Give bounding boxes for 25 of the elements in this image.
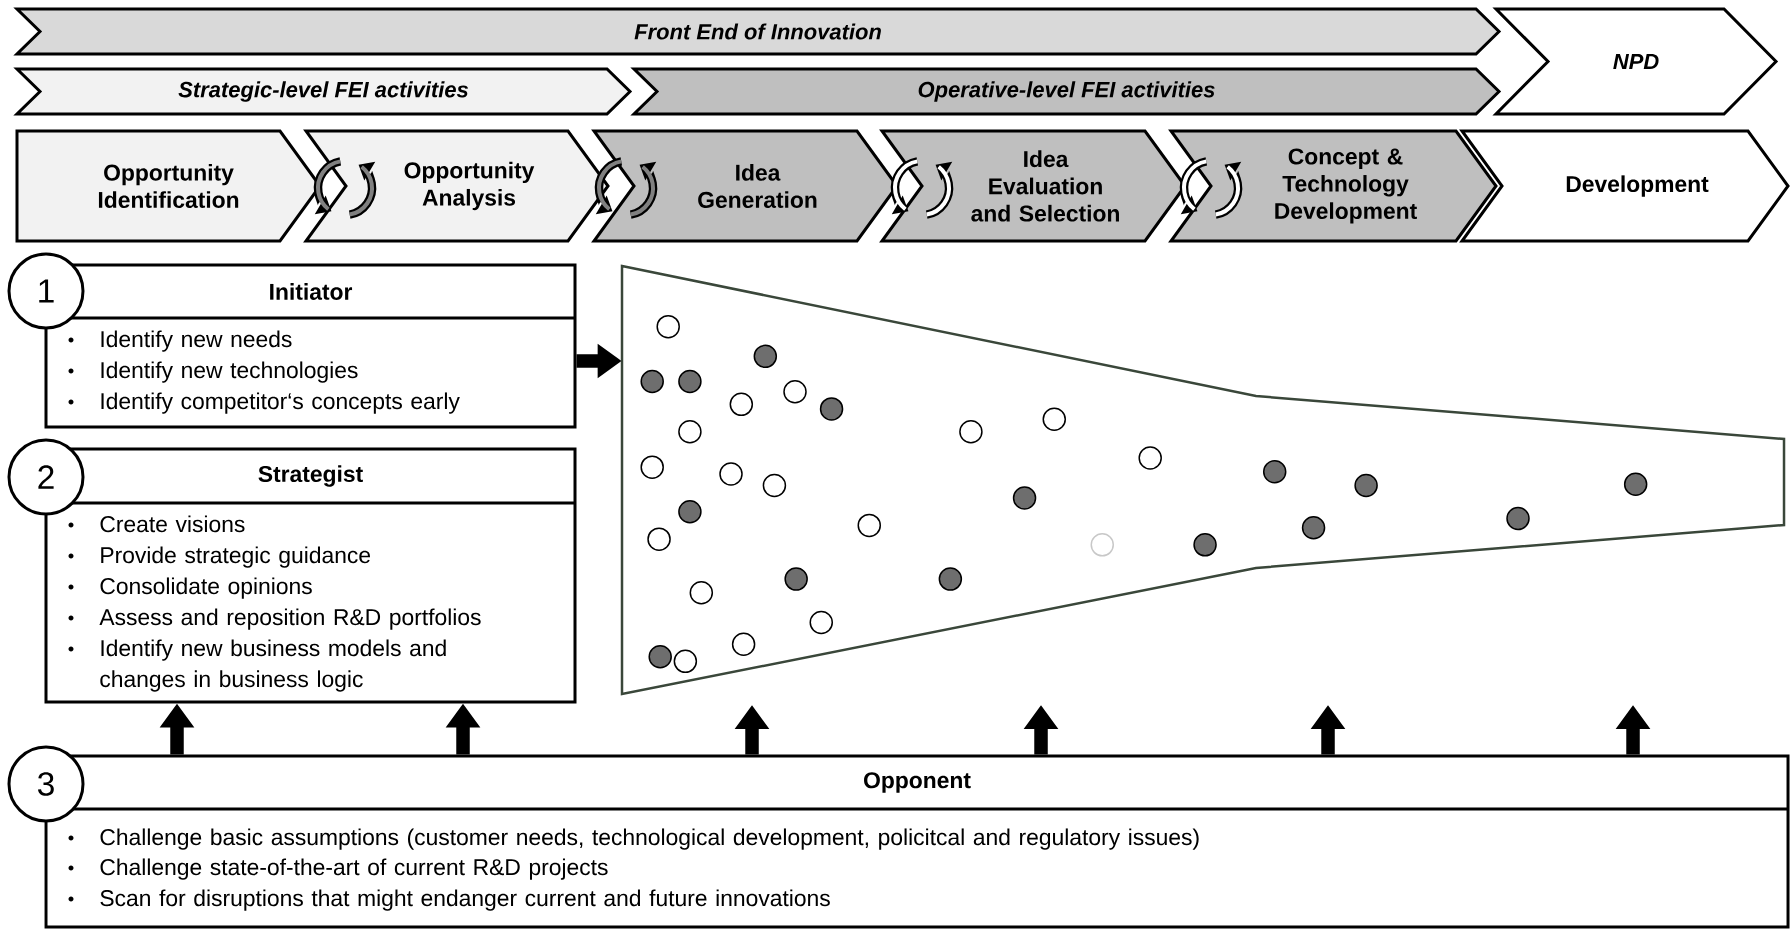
phase-banner: Concept & Technology Development	[1168, 129, 1498, 243]
bullet-item: Provide strategic guidance	[68, 546, 371, 568]
bullet-item: Identify new business models and changes in business logic	[68, 639, 446, 692]
phase-banner: Development	[1459, 129, 1790, 243]
bullet-item: Identify new technologies	[68, 361, 358, 383]
box-heading: Strategist	[258, 465, 363, 487]
bullet-item: Scan for disruptions that might endanger current and future innovations	[68, 889, 830, 911]
stage-banner: Operative-level FEI activities	[630, 67, 1502, 116]
bullet-item: Consolidate opinions	[68, 577, 312, 599]
box-heading: Opponent	[864, 772, 971, 793]
phase-banner: Idea Evaluation and Selection	[879, 129, 1187, 243]
bullet-item: Identify new needs	[68, 330, 292, 352]
funnel-shape	[620, 264, 1786, 696]
stage-banner: Strategic-level FEI activities	[13, 67, 633, 116]
bullet-item: Assess and reposition R&D portfolios	[68, 608, 481, 630]
bullet-item: Challenge basic assumptions (customer needs, technological development, policitcal and regulatory issues)	[68, 828, 1199, 850]
bullet-item: Identify competitor‘s concepts early	[68, 392, 460, 414]
phase-banner: Opportunity Identification	[15, 129, 322, 243]
box-heading: Initiator	[270, 283, 353, 300]
bullet-item: Create visions	[68, 515, 245, 533]
bullet-item: Challenge state-of-the-art of current R&D projects	[68, 858, 608, 880]
stage-banner: Front End of Innovation	[13, 7, 1502, 56]
stage-banner: NPD	[1492, 7, 1779, 116]
phase-banner: Idea Generation	[591, 129, 899, 243]
phase-banner: Opportunity Analysis	[303, 129, 610, 243]
